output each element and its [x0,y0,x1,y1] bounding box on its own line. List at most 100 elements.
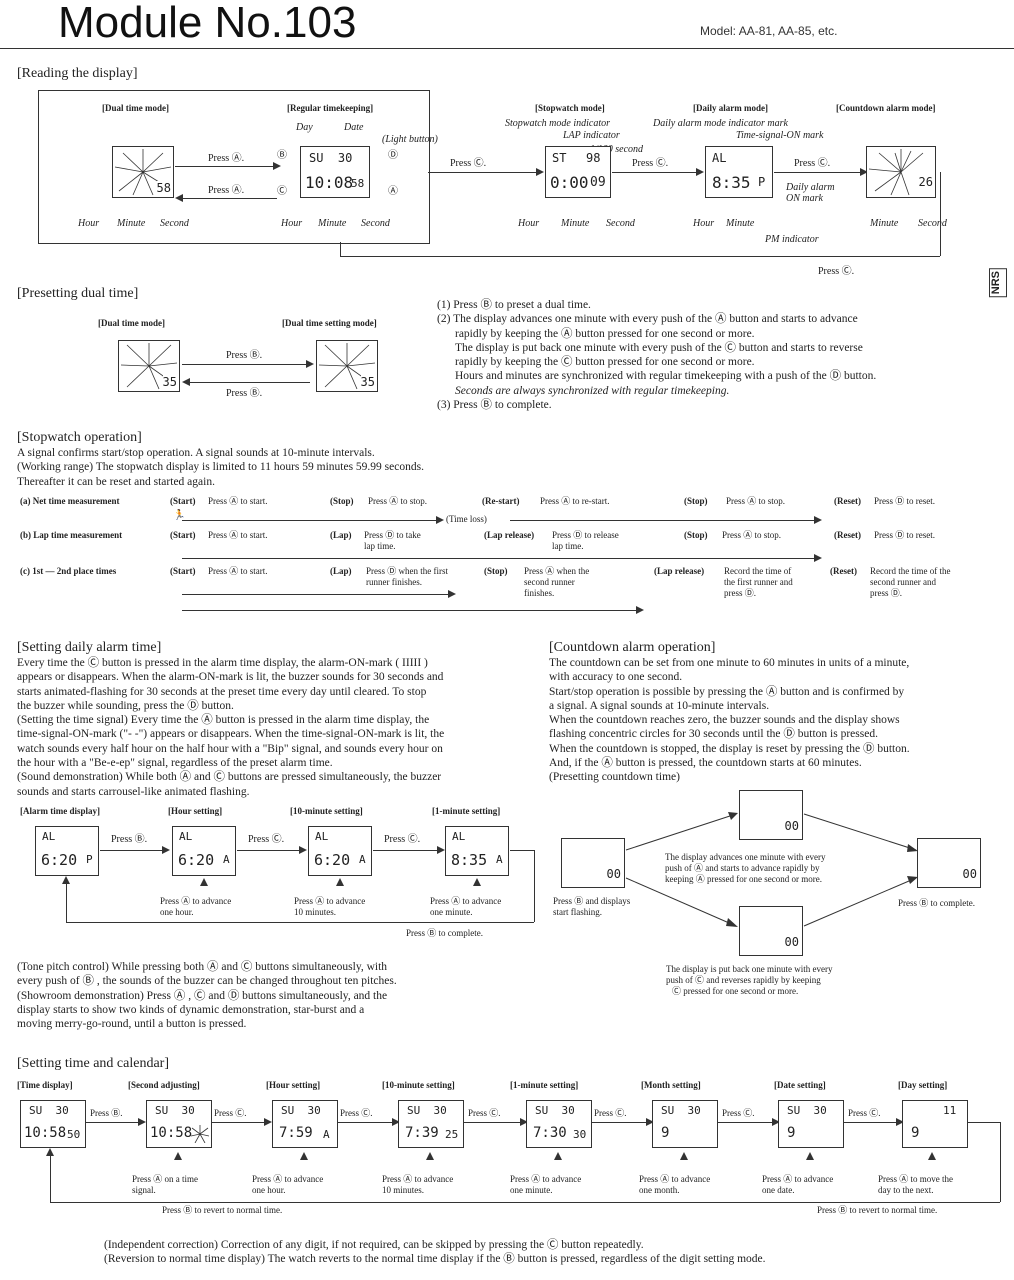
alarm-line: (Setting the time signal) Every time the… [17,714,430,727]
countdown-start-desc: start flashing. [553,907,602,917]
countdown-back-desc: The display is put back one minute with … [666,964,833,974]
step-desc: the first runner and [724,577,793,587]
mode-label-dual: [Dual time mode] [98,318,165,328]
step-desc: Press Ⓐ to start. [208,566,268,576]
adv-desc: one minute. [430,907,473,917]
countdown-line: flashing concentric circles for 30 secon… [549,728,878,741]
press-label: Press Ⓒ. [450,158,487,169]
row-label-lap: (b) Lap time measurement [20,530,123,540]
arrow-up-icon [336,878,344,886]
header-rule [0,48,1014,49]
arrow-right-icon [814,516,822,524]
step-lap-release: (Lap release) [654,566,705,576]
alarm-line: Every time the Ⓒ button is pressed in th… [17,657,428,669]
am-readout: A [496,853,503,866]
press-label: Press Ⓒ. [384,834,421,845]
step-desc: Press Ⓓ to release [552,530,619,540]
press-label: Press Ⓑ. [226,388,263,399]
countdown-line: The countdown can be set from one minute… [549,657,910,669]
arrow-right-icon [392,1118,400,1126]
button-d-icon: Ⓓ [388,150,398,161]
seconds-readout: 58 [351,177,365,190]
step-desc: Press Ⓓ when the first [366,566,448,576]
day-date-readout: SU 30 [309,151,353,165]
arrow-right-icon [636,606,644,614]
step-desc: finishes. [524,588,555,598]
time-readout: 10:58 [150,1125,193,1141]
tone-line: every push of Ⓑ , the sounds of the buzz… [17,975,397,988]
date-readout: 9 [787,1125,796,1141]
step-start: (Start) [170,530,196,540]
section-heading-reading: [Reading the display] [17,66,138,81]
countdown-back-desc: Ⓒ pressed for one second or more. [672,986,799,996]
dual-step: Hours and minutes are synchronized with … [455,370,877,383]
dual-step: (2) The display advances one minute with… [437,313,858,326]
dual-seconds: 35 [162,375,177,389]
alarm-time-readout: 8:35 [712,173,751,192]
step-desc: Press Ⓐ to stop. [368,496,428,506]
alarm-line: starts animated-flashing for 30 seconds … [17,685,427,698]
alarm-mode-readout: AL [452,830,466,843]
am-readout: A [359,853,366,866]
lcd-1min-setting: AL 8:35 A [445,826,509,876]
countdown-line: When the countdown is stopped, the displ… [549,742,910,755]
timecal-label: [Second adjusting] [128,1080,200,1090]
seconds-readout: 30 [573,1128,587,1141]
label-day: Day [296,122,313,133]
stopwatch-lap-readout: 98 [586,151,601,165]
arrow-up-icon [300,1152,308,1160]
dual-step: Seconds are always synchronized with reg… [455,384,730,397]
revert-label: Press Ⓑ to revert to normal time. [162,1205,283,1215]
step-lap: (Lap) [330,566,352,576]
arrow-left-icon [182,378,190,386]
complete-label: Press Ⓑ to complete. [406,928,483,938]
step-desc: Press Ⓓ to reset. [874,496,935,506]
revert-label: Press Ⓑ to revert to normal time. [817,1205,938,1215]
timecal-label: [Day setting] [898,1080,948,1090]
dual-step: rapidly by keeping the Ⓐ button pressed … [455,327,755,340]
arrow-up-icon [46,1148,54,1156]
arrow-right-icon [772,1118,780,1126]
stopwatch-mode-readout: ST [552,151,567,165]
adv-desc: Press Ⓐ to advance [294,896,366,906]
alarm-label: [Hour setting] [168,806,223,816]
mode-label-stopwatch: [Stopwatch mode] [535,103,605,113]
alarm-time-readout: 8:35 [451,851,488,869]
lcd-10min-setting: SU 30 7:39 25 [398,1100,464,1148]
adv-desc: 10 minutes. [294,907,336,917]
step-desc: Press Ⓐ to start. [208,496,268,506]
label-minute: Minute [870,218,899,229]
alarm-line: appears or disappears. When the alarm-ON… [17,671,444,684]
arrow-right-icon [273,162,281,170]
alarm-line: (Sound demonstration) While both Ⓐ and Ⓒ… [17,771,442,784]
arrow-right-icon [520,1118,528,1126]
timecal-desc: one minute. [510,1185,553,1195]
dual-step: The display is put back one minute with … [455,341,863,354]
timecal-desc: Press Ⓐ to advance [510,1174,582,1184]
lcd-hour-setting: SU 30 7:59 A [272,1100,338,1148]
press-label: Press Ⓒ. [594,1108,627,1118]
timecal-label: [10-minute setting] [382,1080,455,1090]
timecal-label: [Time display] [17,1080,73,1090]
step-desc: second runner and [870,577,936,587]
step-start: (Start) [170,566,196,576]
am-readout: A [323,1128,330,1141]
time-readout: 10:58 [24,1125,67,1141]
row-label-net: (a) Net time measurement [20,496,120,506]
day-date-readout: SU 30 [29,1104,69,1117]
alarm-label: [10-minute setting] [290,806,363,816]
starburst-icon [868,149,924,196]
arrow-right-icon [437,846,445,854]
alarm-line: watch sounds every half hour on the half… [17,742,443,755]
label-stopwatch-indicator: Stopwatch mode indicator [505,118,610,129]
press-label: Press Ⓒ. [340,1108,373,1118]
step-desc: Press Ⓓ to reset. [874,530,935,540]
label-hour: Hour [78,218,100,229]
timecal-label: [Month setting] [641,1080,701,1090]
label-hundredth: 1/100 second [590,144,644,155]
arrow-right-icon [448,590,456,598]
section-heading-stopwatch: [Stopwatch operation] [17,430,142,445]
flashing-burst-icon [190,1125,210,1144]
side-tab: NRS [989,268,1007,298]
lcd-alarm-display: AL 6:20 P [35,826,99,876]
